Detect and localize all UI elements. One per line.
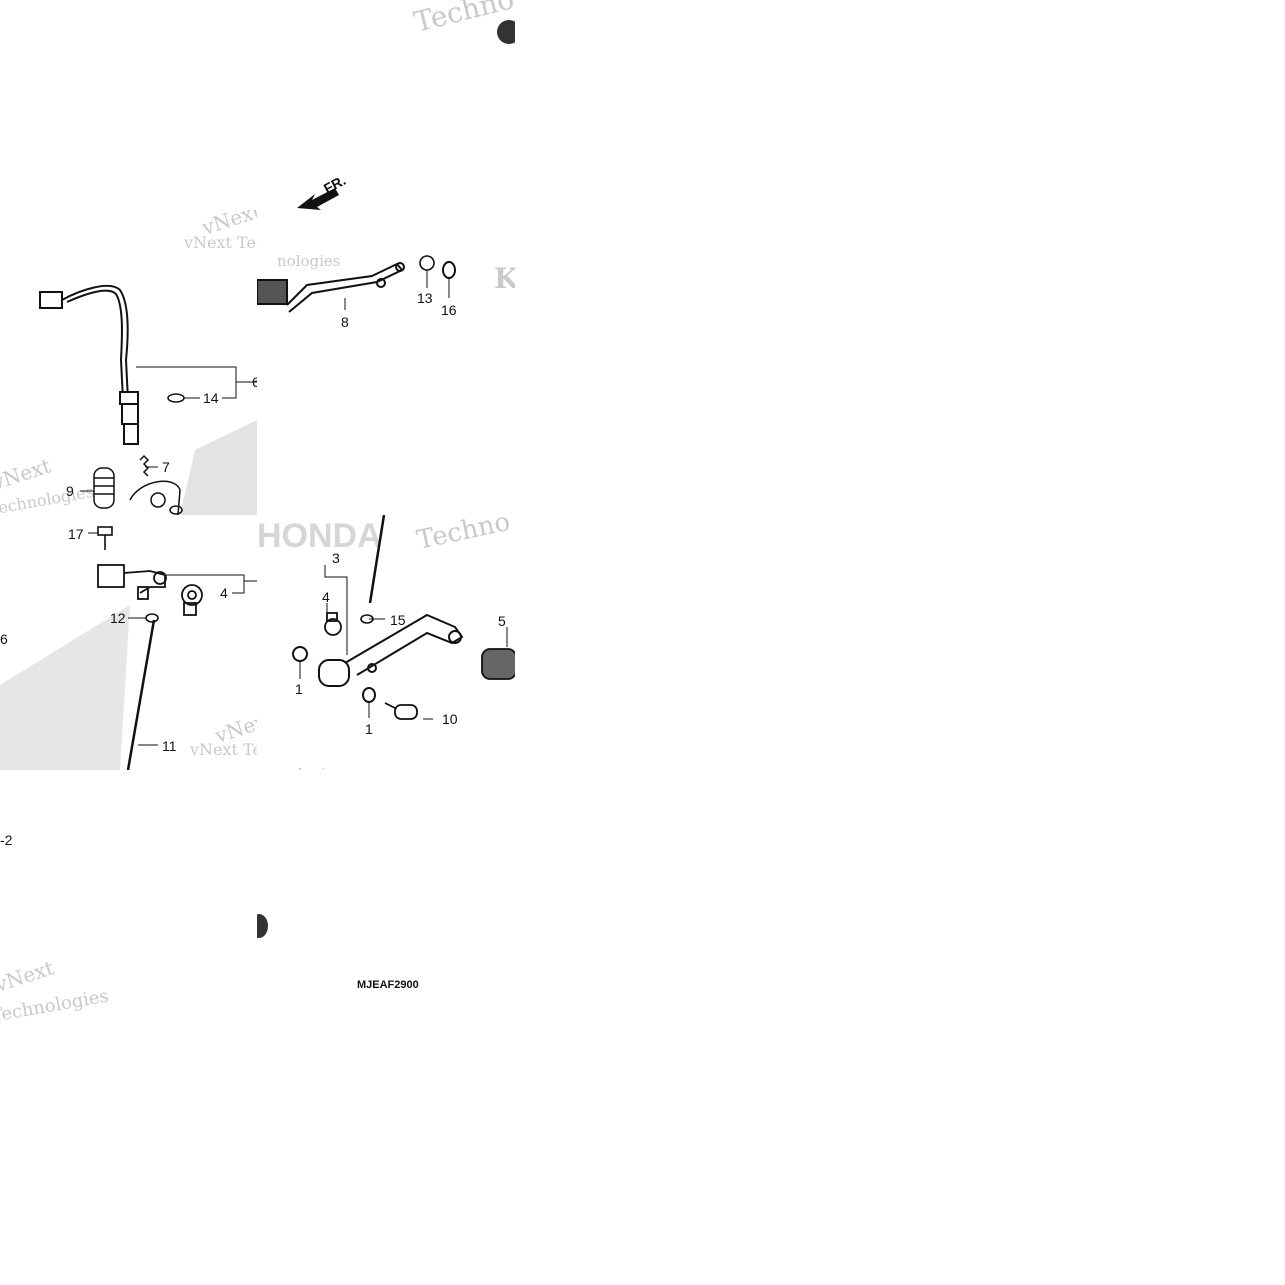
tile-brake-pedal: nologies K 13 16 8	[257, 250, 515, 340]
leader-lines	[344, 270, 450, 310]
diagram-code: MJEAF2900	[357, 979, 419, 991]
part-gearshift-pedal	[318, 613, 464, 687]
callout-13: 13	[417, 290, 433, 306]
part-shift-arm	[97, 564, 167, 600]
tile-top: Techno	[257, 0, 515, 45]
callout-15: 15	[390, 612, 406, 628]
part-washer	[419, 255, 435, 271]
part-shift-rod-upper	[368, 515, 386, 604]
tile-bottom-left: -2 vNext Technologies	[0, 770, 257, 1028]
part-nut	[145, 613, 159, 623]
part-grip-fragment	[257, 914, 268, 938]
part-brake-pedal	[257, 262, 405, 313]
callout-16: 16	[441, 302, 457, 318]
part-o-ring	[442, 261, 456, 279]
part-sensor-cable	[39, 284, 139, 445]
part-joint-upper	[324, 612, 342, 636]
brand-text: HONDA	[257, 517, 382, 555]
part-grip-fragment	[497, 20, 515, 44]
callout-2-edge: -2	[0, 832, 13, 848]
callout-6: 6	[252, 374, 257, 390]
watermark-text: Technologies	[0, 986, 110, 1027]
part-bolt	[97, 526, 113, 550]
honda-logo-dots	[0, 605, 130, 770]
tile-bottom-right: MJEAF2900	[257, 900, 515, 1000]
tile-direction: FR.	[257, 170, 515, 250]
callout-7: 7	[162, 459, 170, 475]
part-clip	[167, 393, 185, 403]
callout-1: 1	[365, 721, 373, 737]
watermark-text: vNext Tec	[183, 233, 257, 252]
watermark-text: vNext	[0, 955, 57, 997]
callout-5: 5	[498, 613, 506, 629]
direction-label: FR.	[321, 172, 348, 197]
part-pivot-bolt	[384, 702, 418, 720]
watermark-text: vNext	[0, 453, 54, 495]
callout-14: 14	[203, 390, 219, 406]
part-rod-joint	[181, 584, 203, 616]
part-spring-large	[93, 467, 115, 509]
part-bracket	[129, 480, 183, 515]
callout-10: 10	[442, 711, 458, 727]
callout-9: 9	[66, 483, 74, 499]
honda-logo-dots	[180, 420, 257, 515]
callout-6-edge: 6	[0, 631, 8, 647]
callout-4: 4	[322, 589, 330, 605]
part-rubber-grip	[481, 648, 515, 680]
watermark-text: K	[494, 262, 515, 295]
tile-sensor: vNext Tec vNext vNext Technologies	[0, 210, 257, 515]
front-arrow-icon	[297, 188, 339, 210]
tile-shift-pedal: HONDA Techno nologies	[257, 515, 515, 770]
part-shift-rod	[126, 619, 156, 770]
callout-11: 11	[162, 738, 177, 754]
leader-lines	[299, 565, 508, 720]
callout-12: 12	[110, 610, 126, 626]
tile-shift-arm: vNext Tec vNext	[0, 515, 257, 770]
watermark-text: Techno	[414, 515, 513, 556]
callout-8: 8	[341, 314, 349, 330]
watermark-text: vNext Tec	[189, 740, 257, 759]
leader-lines	[88, 532, 257, 746]
callout-4: 4	[220, 585, 228, 601]
leader-lines	[80, 366, 257, 492]
watermark-text: nologies	[279, 765, 343, 770]
honda-brand-mark: HONDA	[257, 517, 382, 555]
part-spring-small	[139, 454, 150, 477]
callout-3: 3	[332, 550, 340, 566]
callout-17: 17	[68, 526, 84, 542]
callout-1: 1	[295, 681, 303, 697]
watermark-text: nologies	[277, 252, 341, 270]
